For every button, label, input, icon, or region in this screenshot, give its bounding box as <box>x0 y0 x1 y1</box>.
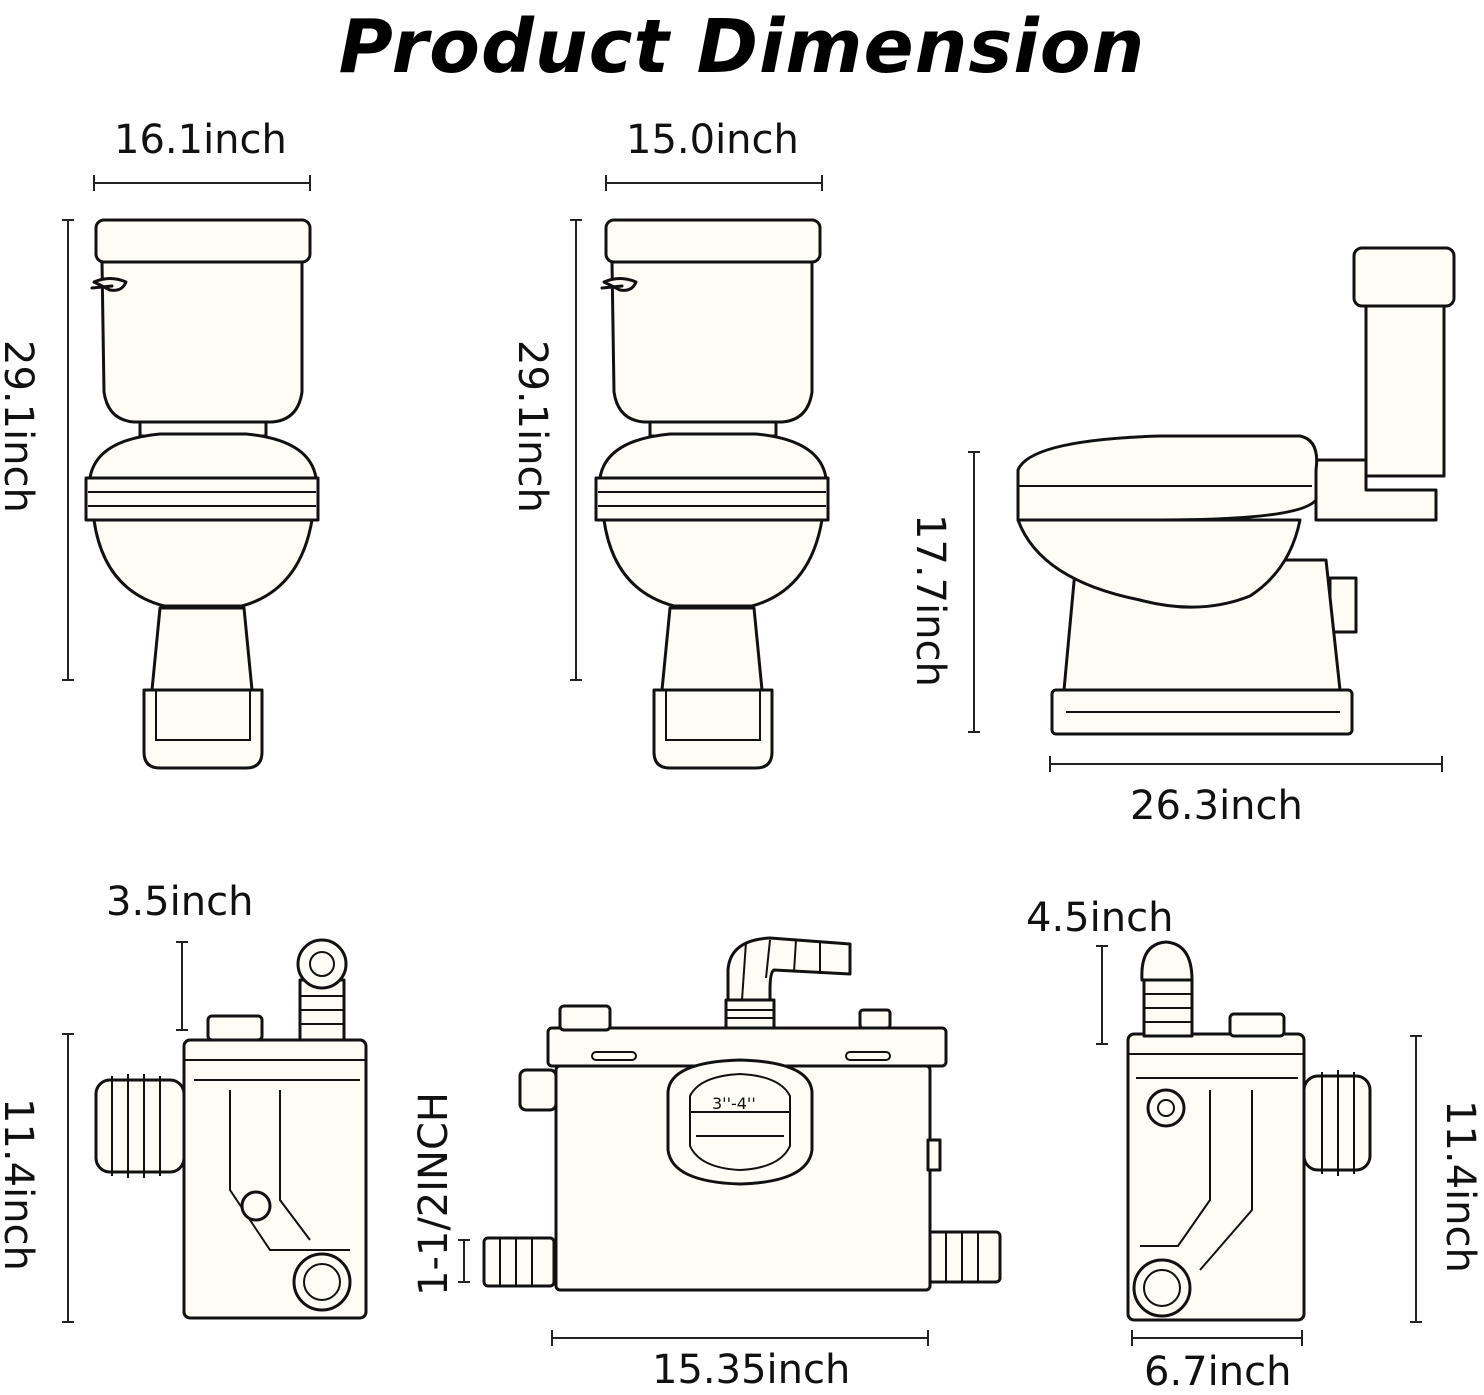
pump-right-height-label: 11.4inch <box>1437 1100 1483 1273</box>
toilet-side-depth-label: 26.3inch <box>1130 783 1303 829</box>
pump-outlet-label: 1-1/2INCH <box>411 1092 457 1296</box>
page-title: Product Dimension <box>338 4 1146 90</box>
dim-lines-toilet-front <box>62 175 311 681</box>
toilet-side-height-label: 17.7inch <box>907 514 953 687</box>
dim-lines-toilet-front-2 <box>570 175 823 681</box>
dim-lines-pump-front <box>458 1239 929 1346</box>
toilet-front-drawing <box>84 218 320 770</box>
toilet-front-2-width-label: 15.0inch <box>626 117 799 163</box>
toilet-front-height-label: 29.1inch <box>0 340 41 513</box>
pump-left-top-label: 3.5inch <box>106 879 254 925</box>
pump-right-drawing <box>1126 940 1372 1322</box>
pump-inlet-size-label: 3''-4'' <box>712 1094 756 1113</box>
pump-left-height-label: 11.4inch <box>0 1098 41 1271</box>
pump-right-width-label: 6.7inch <box>1144 1349 1292 1395</box>
pump-front-width-label: 15.35inch <box>652 1347 851 1393</box>
toilet-front-2-drawing <box>594 218 830 770</box>
pump-front-drawing <box>482 936 1002 1292</box>
pump-right-top-label: 4.5inch <box>1026 895 1174 941</box>
toilet-front-width-label: 16.1inch <box>114 117 287 163</box>
dim-lines-toilet-side <box>968 451 1443 772</box>
toilet-side-drawing <box>1016 246 1456 736</box>
toilet-front-2-height-label: 29.1inch <box>509 340 555 513</box>
dim-lines-pump-right <box>1096 945 1422 1346</box>
dim-lines-pump-left <box>62 941 188 1323</box>
pump-left-drawing <box>94 938 368 1320</box>
